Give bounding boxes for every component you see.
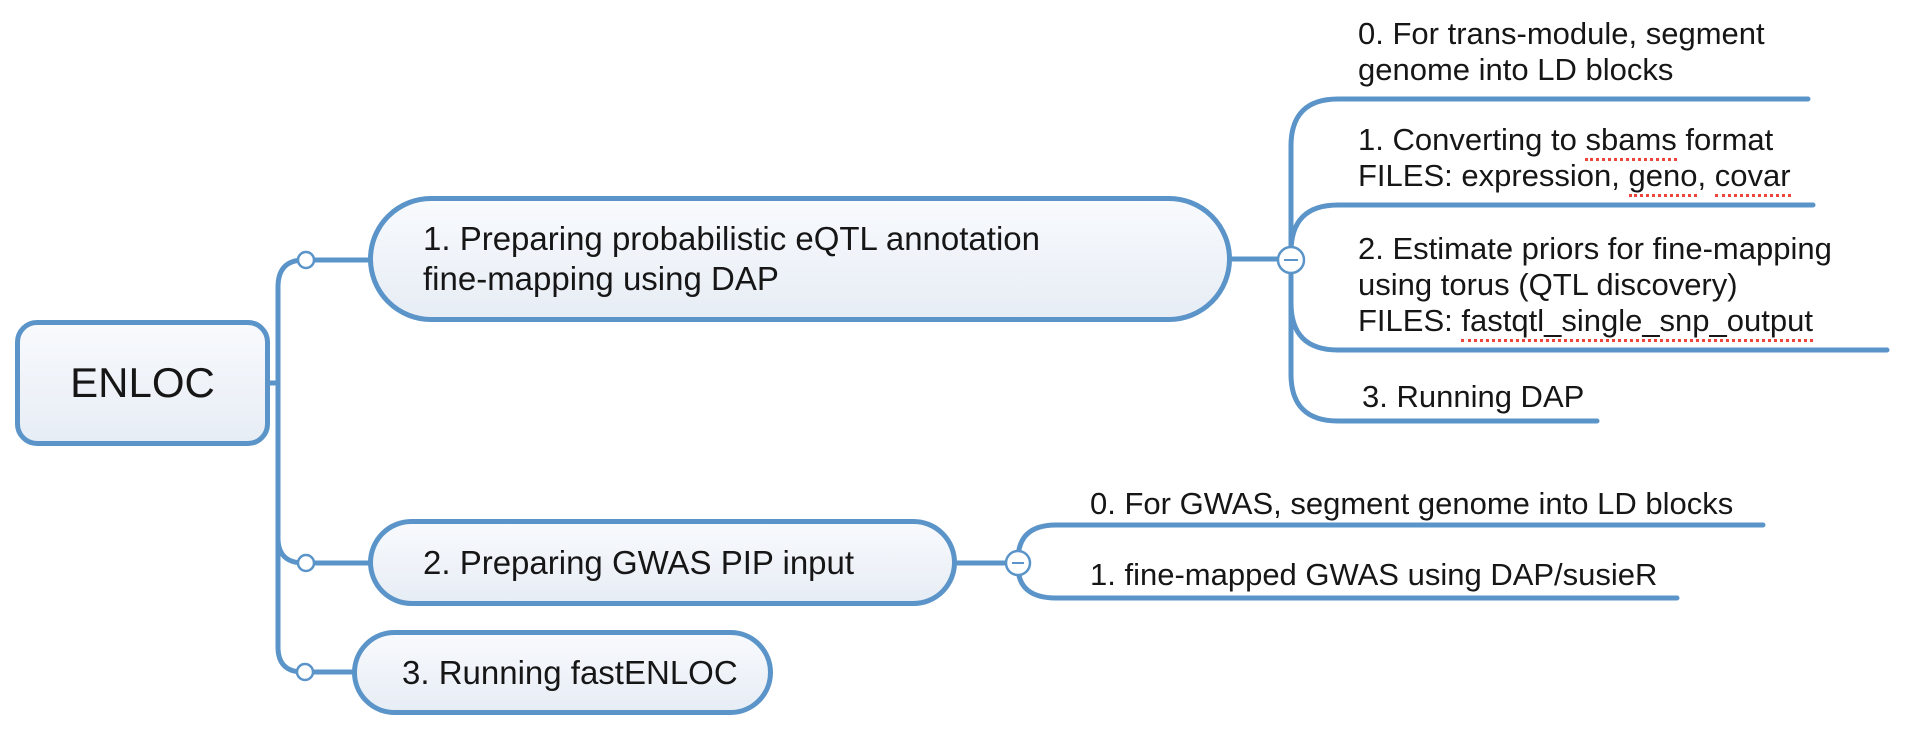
spellcheck-underlined-word: covar xyxy=(1714,158,1791,197)
subtopic-running-dap[interactable]: 3. Running DAP xyxy=(1362,379,1585,414)
branch1-joint-dot xyxy=(296,250,316,270)
connector-branch1-child3 xyxy=(1288,257,1600,424)
spellcheck-underlined-word: sbams xyxy=(1585,122,1677,161)
branch-topic-1-preparing-eqtl-annotation[interactable]: 1. Preparing probabilistic eQTL annotati… xyxy=(368,196,1232,322)
collapse-button-branch1[interactable] xyxy=(1276,245,1306,275)
connector-root-branch1 xyxy=(267,257,371,386)
collapse-button-branch2[interactable] xyxy=(1004,549,1032,577)
branch2-joint-dot xyxy=(296,553,316,573)
branch3-joint-dot xyxy=(295,662,315,682)
spellcheck-underlined-word: fastqtl_single_snp_output xyxy=(1461,303,1813,342)
subtopic-gwas-ld-blocks[interactable]: 0. For GWAS, segment genome into LD bloc… xyxy=(1090,486,1734,521)
root-topic-enloc[interactable]: ENLOC xyxy=(15,320,270,446)
connector-branch1-child0 xyxy=(1288,96,1811,263)
connector-root-branch3 xyxy=(275,380,355,675)
spellcheck-underlined-word: geno xyxy=(1628,158,1698,197)
subtopic-fine-mapped-gwas[interactable]: 1. fine-mapped GWAS using DAP/susieR xyxy=(1090,557,1658,592)
branch-topic-2-preparing-gwas-pip-input[interactable]: 2. Preparing GWAS PIP input xyxy=(368,519,957,606)
connector-root-branch2 xyxy=(275,380,371,566)
branch-topic-3-running-fastenloc[interactable]: 3. Running fastENLOC xyxy=(352,630,773,715)
